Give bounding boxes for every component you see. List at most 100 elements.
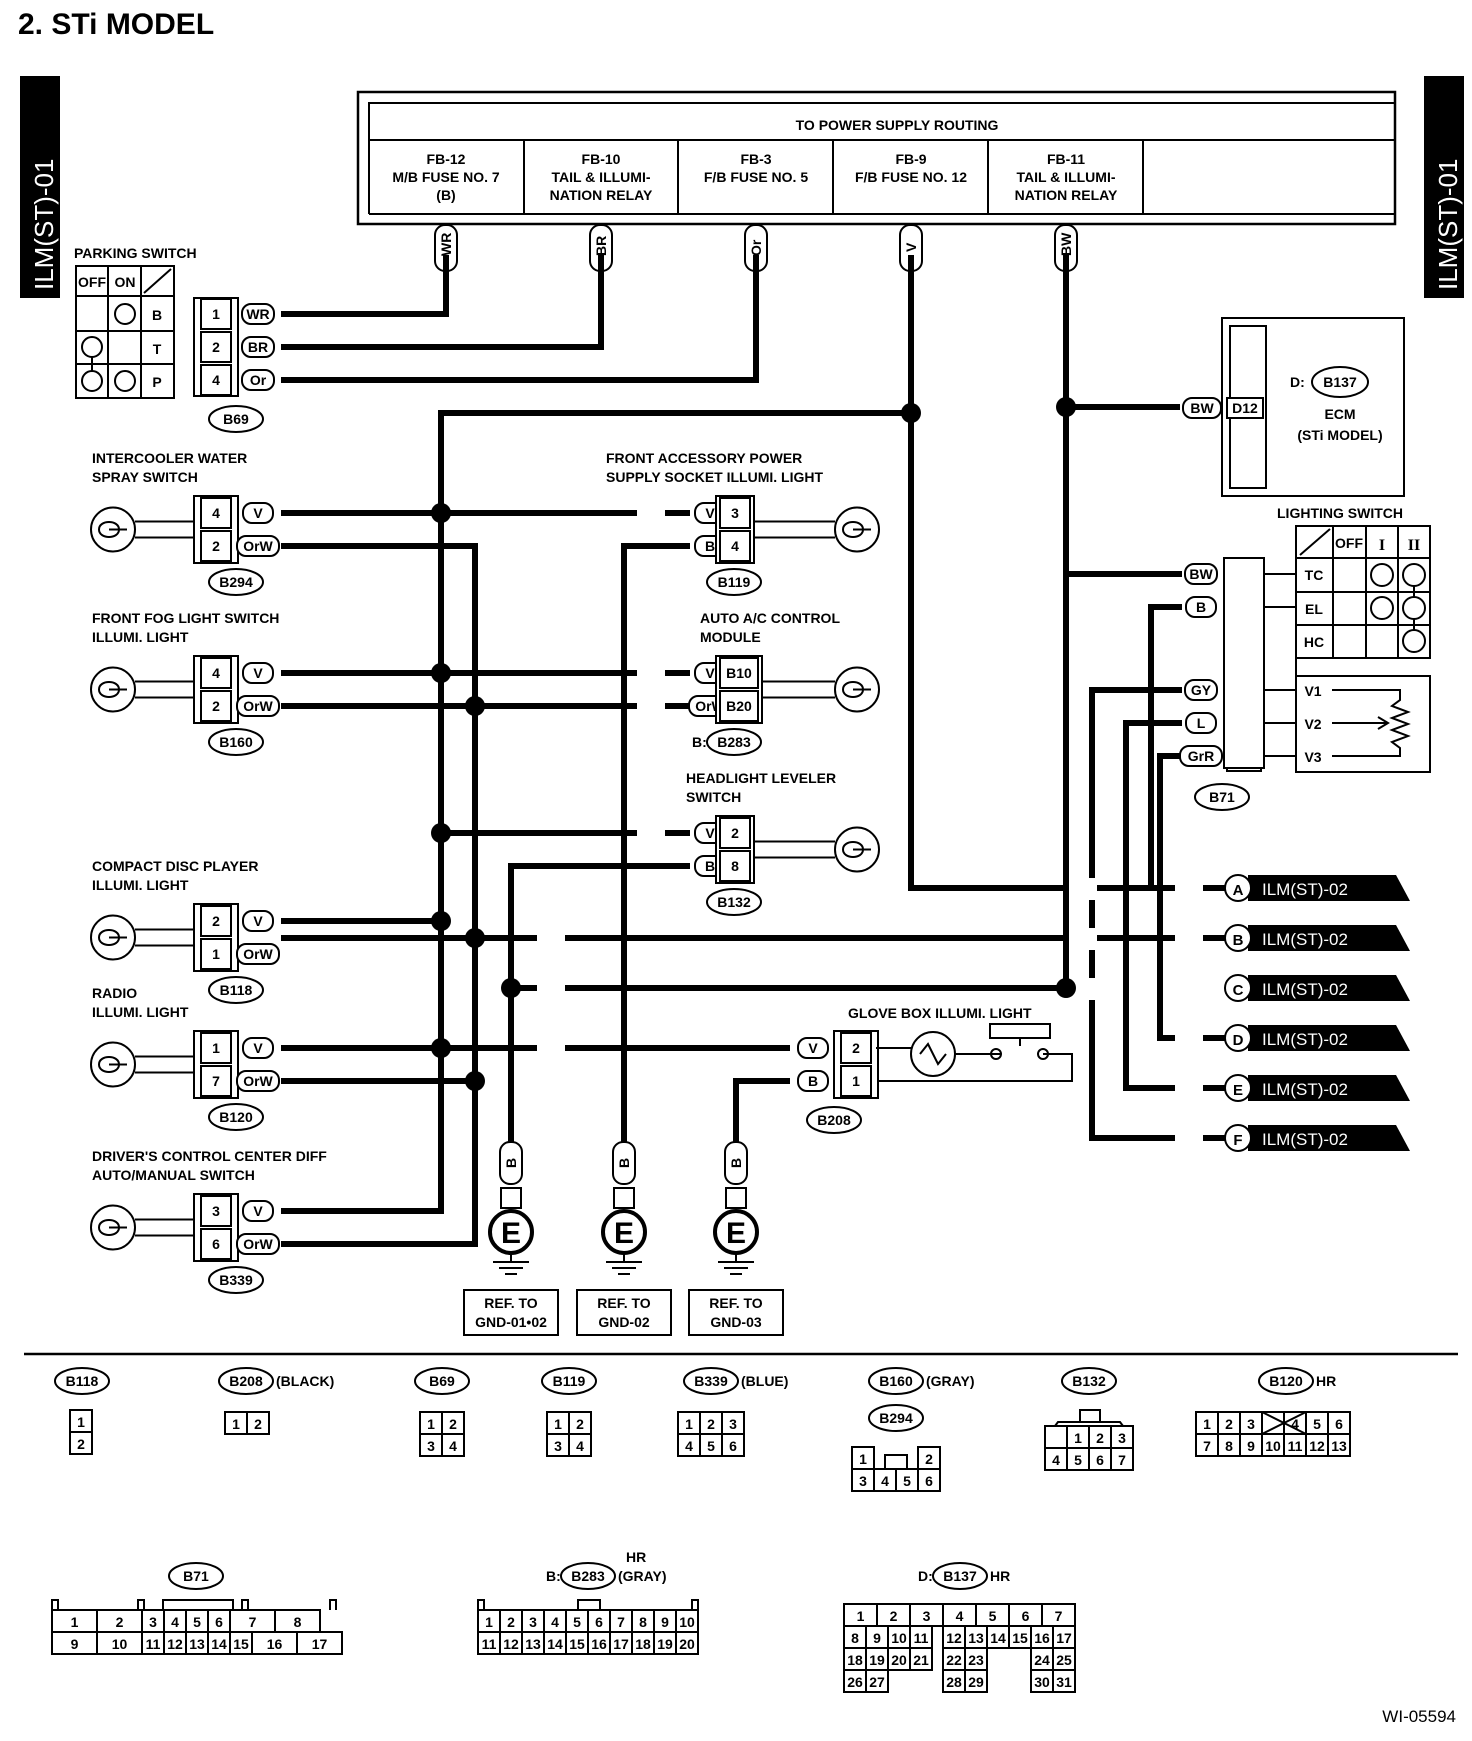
cv-b119-pin-label: 2 xyxy=(576,1416,584,1432)
cv-b294-name: B294 xyxy=(879,1410,913,1426)
left-lamp-b120-connector-name: B120 xyxy=(219,1109,253,1125)
output-ref: ILM(ST)-02 xyxy=(1262,930,1348,949)
left-lamp-b160-wire-tag xyxy=(236,695,280,717)
left-lamp-b294-filament-icon xyxy=(98,521,127,538)
mid-lamp-b132-pin: 8 xyxy=(731,858,739,874)
cv-b208-cell xyxy=(246,1411,270,1435)
lighting-switch-wire-tag xyxy=(1185,596,1217,618)
mid-lamp-b132-connector-oval xyxy=(706,888,762,916)
cv-b120-cell xyxy=(1327,1433,1351,1457)
cv-b137-pin-label: 28 xyxy=(946,1674,962,1690)
power-routing-header: TO POWER SUPPLY ROUTING xyxy=(796,117,999,133)
ground-wire: B xyxy=(616,1158,632,1168)
cv-b283-pin-label: 13 xyxy=(525,1636,541,1652)
ground-wire: B xyxy=(728,1158,744,1168)
ground-wire-tag xyxy=(612,1141,636,1185)
cv-b120-pin-label: 4 xyxy=(1291,1416,1299,1432)
cv-b118-name: B118 xyxy=(66,1373,99,1389)
output-arrow xyxy=(1248,1125,1410,1151)
cv-b283-pin-label: 1 xyxy=(485,1614,493,1630)
cv-b69-cell xyxy=(441,1433,465,1457)
cv-b339-name: B339 xyxy=(694,1373,728,1389)
parking-on: ON xyxy=(115,274,136,290)
ecm-label: ECM xyxy=(1324,406,1355,422)
left-lamp-b160-connector-oval xyxy=(208,728,264,756)
left-lamp-b118-wire-tag xyxy=(236,943,280,965)
cv-b132-pin-label: 5 xyxy=(1074,1452,1082,1468)
left-lamp-b120-wire: OrW xyxy=(243,1073,273,1089)
cv-b137-pin-label: 27 xyxy=(869,1674,885,1690)
left-lamp-b118-filament-icon xyxy=(98,929,127,946)
mid-lamp-b132-pin-box xyxy=(719,817,751,849)
parking-switch-pin-box xyxy=(200,298,232,330)
mid-lamp-b119-filament-icon xyxy=(842,521,871,538)
parking-switch-pin: 4 xyxy=(212,372,220,388)
left-lamp-b339-connector-name: B339 xyxy=(219,1272,253,1288)
output-arrow xyxy=(1248,1025,1410,1051)
ground-ref1: REF. TO xyxy=(484,1295,538,1311)
cv-b208-note: (BLACK) xyxy=(276,1373,334,1389)
mid-lamp-b283-pin-box xyxy=(719,690,759,722)
cv-b120-pin-label: 2 xyxy=(1225,1416,1233,1432)
side-tab-left xyxy=(20,76,60,298)
cv-b283-pin-label: 15 xyxy=(569,1636,585,1652)
output-letter-badge xyxy=(1224,874,1252,902)
mid-lamp-b283-pin-box xyxy=(719,657,759,689)
cv-b69-pin-label: 1 xyxy=(427,1416,435,1432)
left-lamp-b160-wire: V xyxy=(253,665,263,681)
fuse-wire-label: BR xyxy=(593,236,609,256)
cv-b71-name: B71 xyxy=(183,1568,209,1584)
cv-b137-pin-label: 24 xyxy=(1034,1652,1050,1668)
glove-box-pin-box xyxy=(840,1065,872,1097)
cv-b120-pin-label: 1 xyxy=(1203,1416,1211,1432)
ls-row-tc: TC xyxy=(1305,567,1324,583)
output-ref: ILM(ST)-02 xyxy=(1262,1030,1348,1049)
output-letter-badge xyxy=(1224,1024,1252,1052)
left-lamp-b294-lamp-icon xyxy=(90,506,136,553)
cv-b71-pin-label: 13 xyxy=(189,1636,205,1652)
cv-b283-note: (GRAY) xyxy=(618,1568,667,1584)
cv-b137-cell xyxy=(865,1669,889,1693)
cv-b132-pin-label: 1 xyxy=(1074,1430,1082,1446)
cv-b137-pin-label: 19 xyxy=(869,1652,885,1668)
cv-b120-pin-label: 12 xyxy=(1309,1438,1325,1454)
cv-b283-pin-label: 7 xyxy=(617,1614,625,1630)
ground-ref1: REF. TO xyxy=(709,1295,763,1311)
cv-b283-cell xyxy=(675,1631,699,1655)
cv-b119-name: B119 xyxy=(553,1373,586,1389)
glove-box-wire: B xyxy=(808,1073,818,1089)
cv-b71-key xyxy=(162,1599,234,1611)
ls-row-el: EL xyxy=(1305,601,1323,617)
mid-lamp-b119-pin: 3 xyxy=(731,505,739,521)
mid-lamp-b132-wire: B xyxy=(705,858,715,874)
mid-lamp-b283-label1: AUTO A/C CONTROL xyxy=(700,610,840,626)
cv-b283-oval xyxy=(560,1562,616,1590)
parking-switch-pin: 2 xyxy=(212,339,220,355)
cv-b208-name: B208 xyxy=(229,1373,263,1389)
wires xyxy=(281,255,1235,1247)
left-lamp-b294-wire: V xyxy=(253,505,263,521)
cv-b132-pin-label: 7 xyxy=(1118,1452,1126,1468)
cv-b137-pin-label: 9 xyxy=(873,1630,881,1646)
left-lamp-b294-wire: OrW xyxy=(243,538,273,554)
fuse-line1: F/B FUSE NO. 5 xyxy=(704,169,808,185)
cv-b120-oval xyxy=(1258,1367,1314,1395)
cv-b283-pin-label: 8 xyxy=(639,1614,647,1630)
cv-b119-pin-label: 1 xyxy=(554,1416,562,1432)
cv-b118-cell xyxy=(69,1431,93,1455)
cv-b137-pin-label: 2 xyxy=(890,1608,898,1624)
ground-wire-tag xyxy=(724,1141,748,1185)
cv-b120-pin-label: 5 xyxy=(1313,1416,1321,1432)
mid-lamp-b132-filament-icon xyxy=(842,841,871,858)
cv-b283-pin-label: 19 xyxy=(657,1636,673,1652)
cv-b71-cell xyxy=(296,1631,343,1655)
cv-b283-pin-label: 12 xyxy=(503,1636,519,1652)
parking-switch: PARKING SWITCH OFF ON B T P xyxy=(74,245,197,399)
ground-wire: B xyxy=(503,1158,519,1168)
cv-b283-pin-label: 6 xyxy=(595,1614,603,1630)
left-lamp-b294-connector-oval xyxy=(208,568,264,596)
lighting-switch-wire: B xyxy=(1196,599,1206,615)
cv-b71-latches xyxy=(51,1599,337,1610)
